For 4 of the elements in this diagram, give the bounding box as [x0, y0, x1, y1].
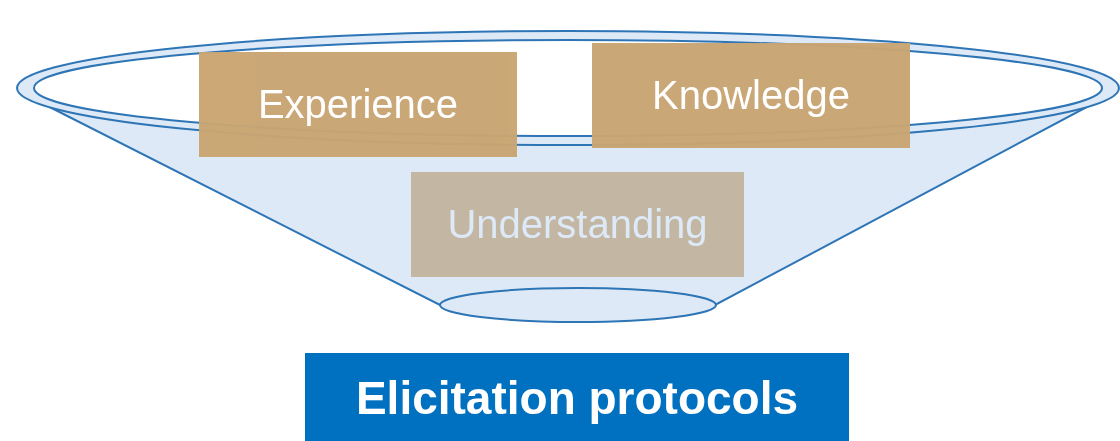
title-banner: Elicitation protocols	[305, 353, 849, 441]
category-box: Knowledge	[592, 43, 910, 148]
category-box: Experience	[199, 52, 517, 157]
category-box: Understanding	[411, 172, 744, 277]
